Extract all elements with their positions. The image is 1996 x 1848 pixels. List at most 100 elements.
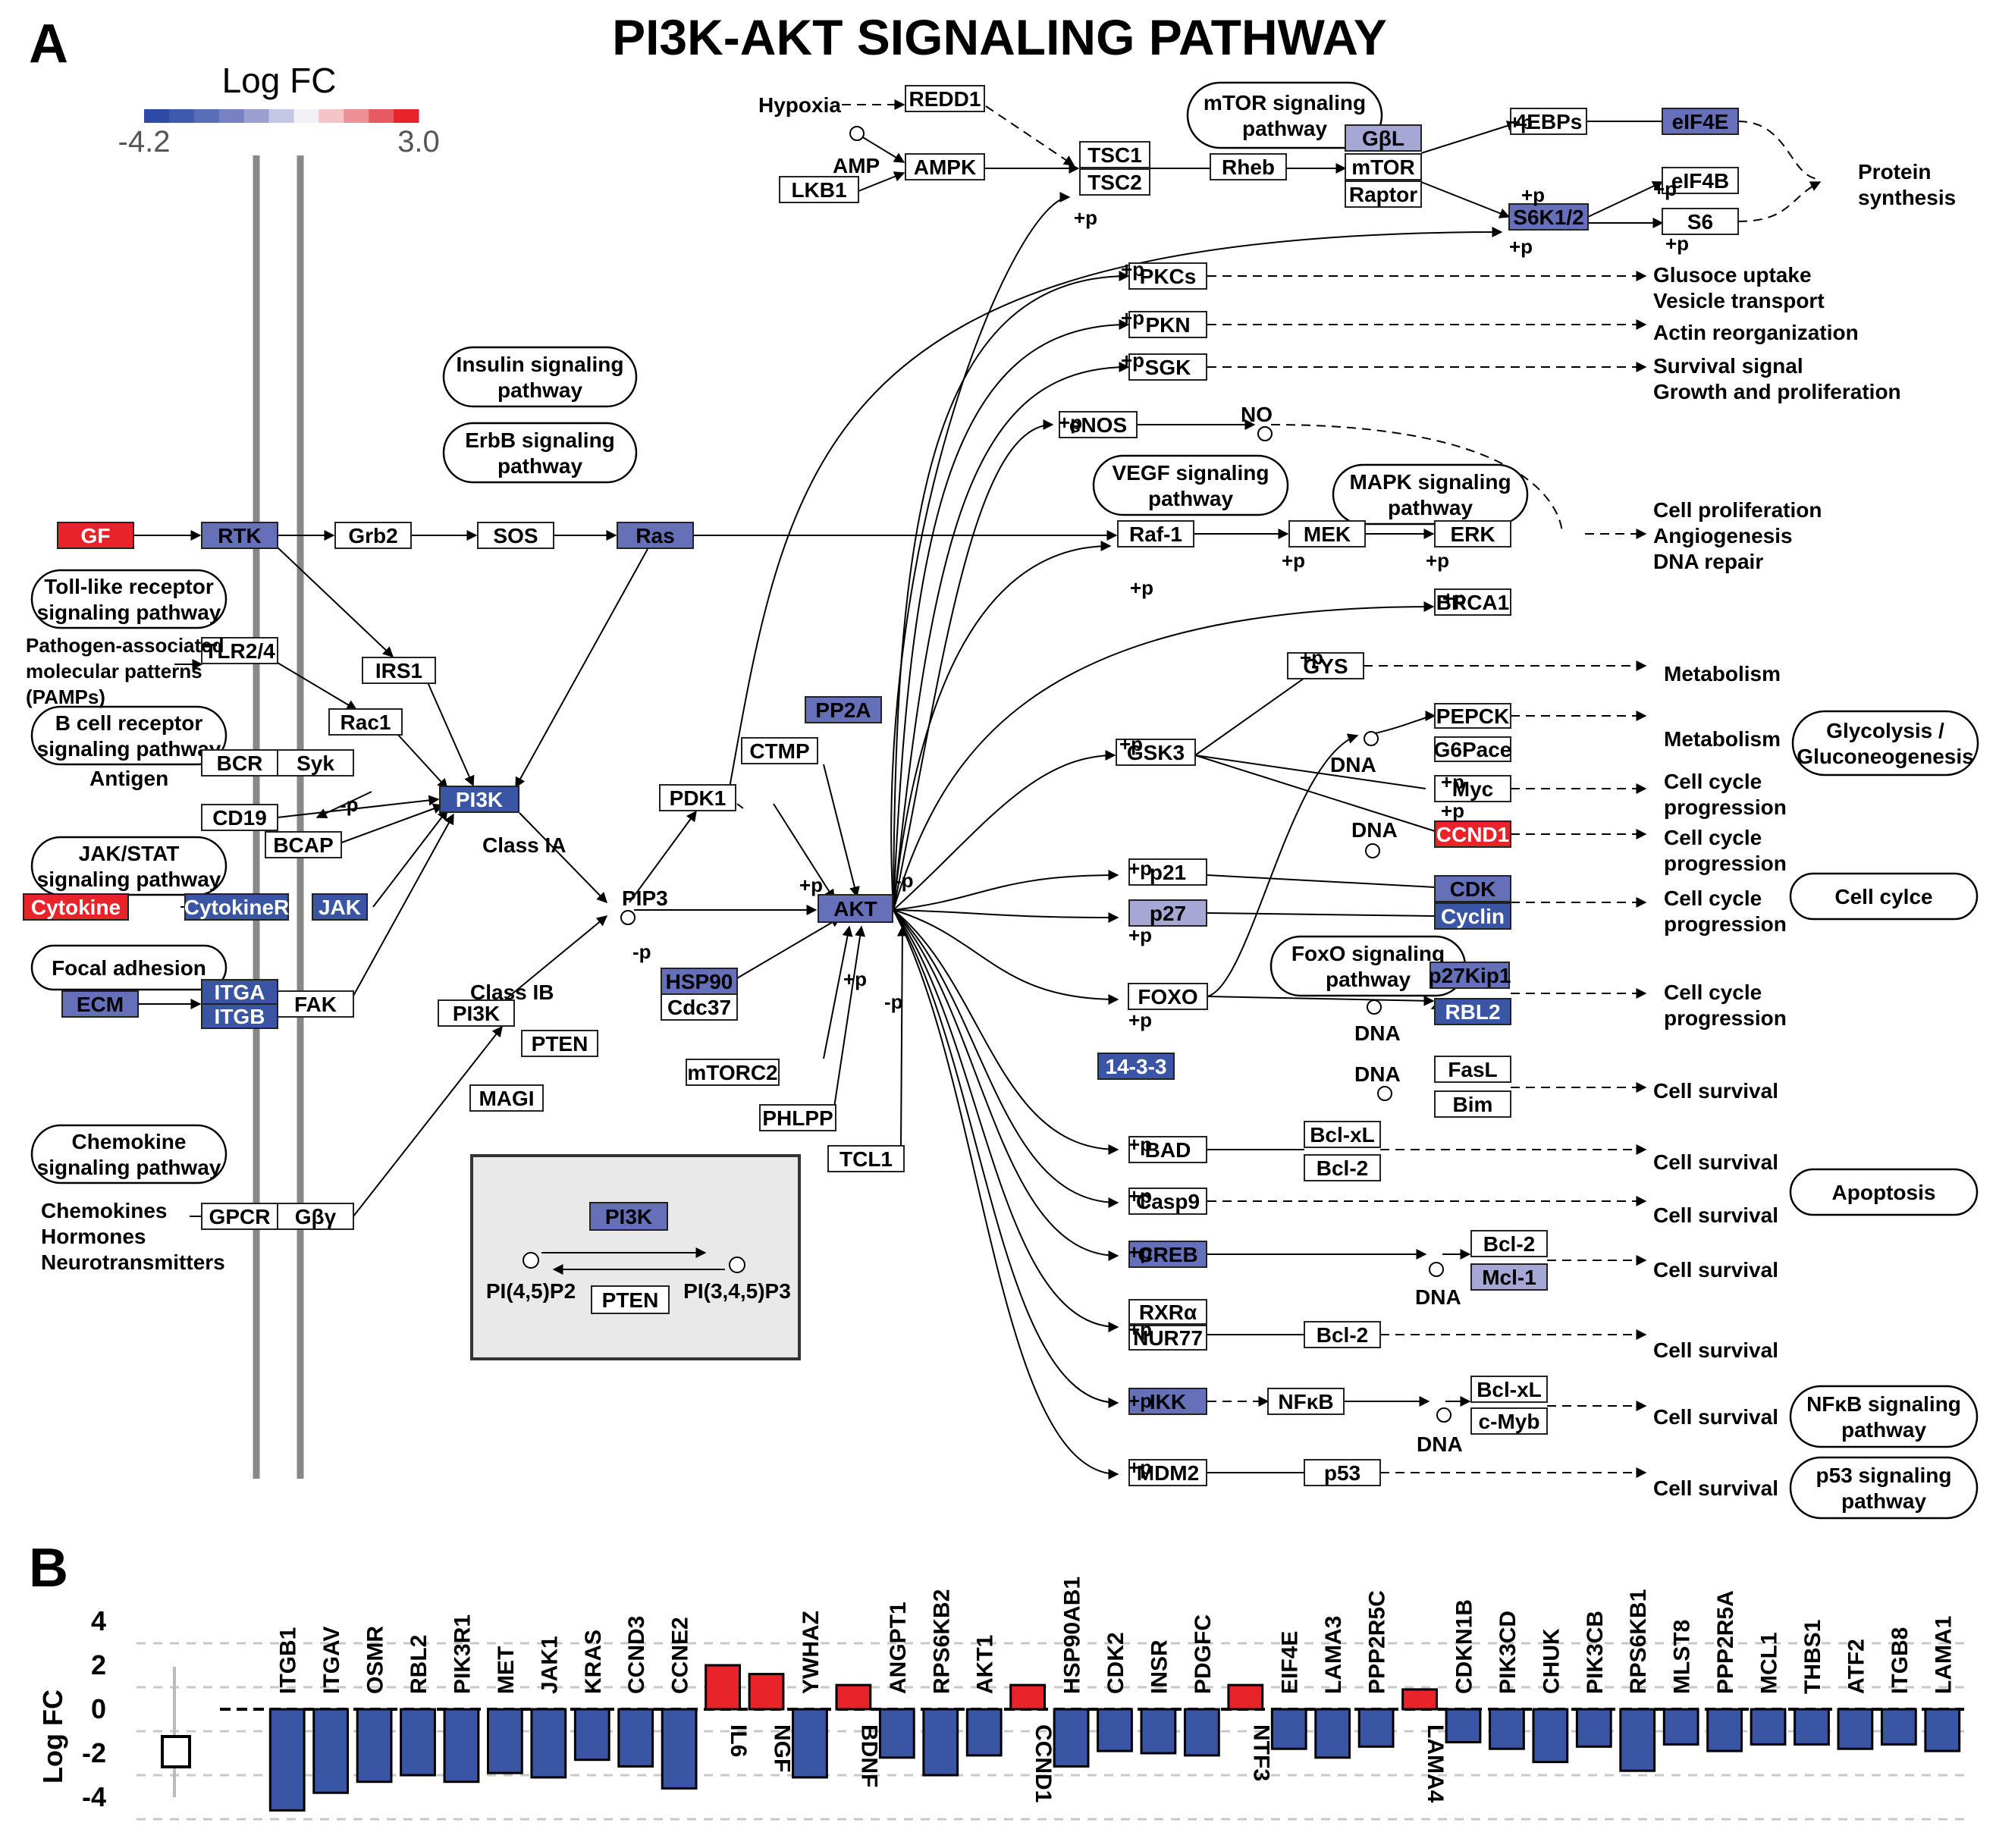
edge	[893, 271, 1130, 911]
legend-swatch	[144, 109, 170, 123]
gene-node-pp2a: PP2A	[805, 696, 882, 723]
pathway-ref-mtor-line: mTOR signaling	[1204, 91, 1366, 115]
gene-node-pepck: PEPCK	[1434, 703, 1511, 729]
gene-node-s6: S6	[1662, 208, 1739, 235]
gene-node-ras: Ras	[617, 522, 694, 549]
outcome-metabolism: Metabolism	[1664, 662, 1781, 686]
gene-label-gpcr: GPCR	[209, 1205, 271, 1228]
gene-node-bad: BAD	[1128, 1136, 1207, 1163]
outcome-cell-cycle: Cell cycle	[1664, 886, 1762, 910]
edge	[277, 662, 358, 711]
pamps-label: (PAMPs)	[26, 686, 105, 708]
gene-label-syk: Syk	[297, 751, 334, 775]
legend-swatch	[268, 109, 294, 123]
gene-node-fasl: FasL	[1434, 1056, 1511, 1083]
gene-label-jak: JAK	[319, 896, 361, 919]
chart-bar-label: THBS1	[1800, 1620, 1825, 1694]
gene-node-ampk: AMPK	[905, 153, 985, 180]
compound-node	[1429, 1262, 1444, 1277]
edge	[823, 925, 853, 1059]
gene-label-rac1: Rac1	[341, 711, 391, 734]
chart-bar-label: ANGPT1	[886, 1602, 911, 1694]
pathway-edges	[133, 99, 1822, 1479]
gene-label-p21: p21	[1150, 861, 1186, 884]
edge	[1207, 733, 1359, 997]
legend-swatch	[293, 109, 319, 123]
gene-label-g6pace: G6Pace	[1434, 738, 1512, 761]
gene-node-bcl2-3: Bcl-2	[1304, 1321, 1381, 1348]
gene-label-cytokiner: CytokineR	[184, 896, 289, 919]
edge	[858, 171, 905, 192]
gene-node-rtk: RTK	[201, 522, 278, 549]
chart-bar-label: CDK2	[1103, 1632, 1128, 1694]
chart-y-label: Log FC	[37, 1690, 68, 1784]
gene-label-raptor: Raptor	[1349, 183, 1417, 206]
pathway-ref-nfkb-line: pathway	[1841, 1418, 1926, 1442]
pathway-ref-erbb-line: ErbB signaling	[465, 428, 615, 452]
edge	[1207, 995, 1435, 1006]
gene-node-foxo: FOXO	[1128, 983, 1208, 1010]
chart-bar-pik3r1	[443, 1708, 480, 1784]
gene-label-ampk: AMPK	[914, 155, 976, 179]
gene-node-nfkb: NFκB	[1267, 1388, 1345, 1415]
gene-node-eif4b: eIF4B	[1662, 167, 1739, 194]
chart-bar-jak1	[530, 1708, 567, 1779]
gene-node-hsp90: HSP90	[661, 968, 738, 995]
edge	[519, 812, 607, 904]
gene-label-creb: CREB	[1138, 1243, 1197, 1266]
legend-color-bar	[144, 109, 419, 123]
chart-bar-met	[486, 1708, 523, 1774]
chart-bar-label: CCNE2	[668, 1617, 693, 1694]
phosphorylation-plus-label: +p	[1426, 549, 1449, 572]
phosphorylation-plus-label: +p	[1121, 258, 1144, 281]
pathway-ref-apoptosis-line: Apoptosis	[1832, 1181, 1936, 1204]
phosphorylation-plus-label: +p	[1074, 206, 1097, 229]
chart-bar-label: PPP2R5C	[1365, 1590, 1390, 1694]
edge	[1420, 181, 1511, 218]
legend-title: Log FC	[222, 61, 337, 100]
gene-node-cdk: CDK	[1434, 875, 1511, 902]
chart-bar-label: NTF3	[1248, 1724, 1273, 1781]
chart-bar-rbl2	[400, 1708, 436, 1777]
chart-bar-label: PDGFC	[1191, 1614, 1216, 1694]
gene-label-tlr24: TLR2/4	[204, 639, 275, 663]
gene-node-gbl: GβL	[1345, 124, 1422, 152]
gene-label-bcl2-3: Bcl-2	[1317, 1323, 1368, 1347]
edge	[1207, 874, 1436, 888]
chart-bar-kras	[573, 1708, 610, 1762]
gene-node-p21: p21	[1128, 858, 1207, 886]
gene-node-mtorc2: mTORC2	[686, 1059, 780, 1086]
gene-label-p27: p27	[1150, 902, 1186, 925]
gene-label-bcl2-1: Bcl-2	[1317, 1156, 1368, 1180]
gene-label-nur77: NUR77	[1133, 1326, 1203, 1350]
pathway-ref-cellcycle-line: Cell cylce	[1834, 885, 1932, 908]
chart-bar-ywhaz	[792, 1708, 828, 1779]
gene-label-mtor: mTOR	[1351, 155, 1415, 179]
edge	[823, 764, 860, 898]
gene-label-tsc1: TSC1	[1087, 143, 1142, 167]
compound-node	[620, 910, 636, 925]
outcome-cell-survival: Cell survival	[1653, 1203, 1778, 1227]
edge	[427, 682, 475, 787]
gene-label-cdk: CDK	[1450, 877, 1496, 901]
dna-label: DNA	[1354, 1021, 1401, 1045]
pathway-ref-jakstat-line: JAK/STAT	[79, 842, 180, 865]
gene-label-ebp4: 4EBPs	[1515, 110, 1583, 133]
chart-bar-label: JAK1	[537, 1636, 562, 1694]
phosphorylation-plus-label: +p	[1128, 857, 1152, 880]
gene-label-rtk: RTK	[218, 524, 262, 547]
panel-b-label: B	[29, 1538, 68, 1599]
edge	[896, 925, 908, 1146]
legend-swatch	[243, 109, 270, 123]
outcome-metabolism: Metabolism	[1664, 727, 1781, 751]
chart-bar-ppp2r5a	[1706, 1708, 1743, 1752]
gene-node-magi: MAGI	[469, 1084, 544, 1112]
pathway-ref-tlr-line: Toll-like receptor	[44, 575, 214, 598]
gene-label-ikk: IKK	[1150, 1390, 1186, 1413]
phosphorylation-plus-label: +p	[1300, 646, 1323, 669]
